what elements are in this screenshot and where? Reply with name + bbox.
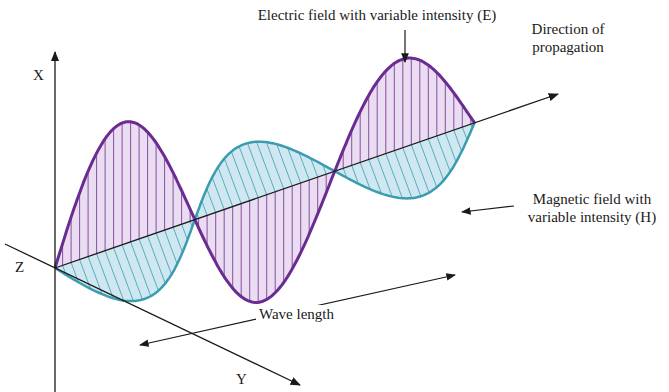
electric-hatch (156, 143, 157, 233)
electric-fill (55, 58, 475, 302)
electric-hatch (445, 82, 446, 133)
electric-hatch (300, 183, 301, 253)
magnetic-hatch (454, 130, 462, 151)
magnetic-hatch (207, 189, 216, 213)
electric-hatch (224, 210, 225, 277)
magnetic-hatch (420, 142, 437, 188)
magnetic-hatch (394, 151, 412, 199)
electric-hatch (96, 153, 97, 254)
magnetic-hatch (411, 145, 429, 193)
electric-hatch (317, 177, 318, 214)
leader-line (404, 30, 405, 62)
electric-hatch (351, 130, 352, 165)
electric-hatch (241, 204, 242, 297)
electric-hatch (249, 201, 250, 302)
electric-hatch (147, 132, 148, 236)
magnetic-hatch (377, 157, 392, 197)
electric-hatch (266, 195, 267, 300)
magnetic-hatch (224, 159, 241, 204)
magnetic-hatch (212, 177, 224, 209)
electric-hatch (292, 186, 293, 269)
electric-hatch (462, 105, 463, 127)
magnetic-hatch (122, 245, 142, 300)
magnetic-hatch (202, 201, 207, 216)
magnetic-hatch (165, 230, 178, 264)
electric-hatch (411, 58, 412, 145)
magnetic-hatch (114, 248, 134, 301)
electric-hatch (79, 193, 80, 260)
propagation-axis (55, 94, 558, 268)
electric-hatch (436, 73, 437, 136)
electric-hatch (453, 93, 454, 130)
wave-group (55, 58, 475, 302)
electric-hatch (258, 198, 259, 303)
leader-line (462, 206, 514, 212)
magnetic-hatch (428, 139, 443, 181)
magnetic-hatch (403, 148, 421, 197)
magnetic-hatch (445, 133, 456, 162)
magnetic-hatch (248, 143, 267, 195)
magnetic-hatch (131, 242, 151, 296)
magnetic-hatch (266, 142, 283, 189)
field-label: Magnetic field with variable intensity (… (518, 190, 666, 226)
electric-curve (55, 58, 475, 302)
dimension-line (140, 275, 455, 345)
magnetic-hatch (182, 224, 188, 240)
electric-hatch (71, 217, 72, 262)
electric-hatch (105, 139, 106, 251)
electric-hatch (428, 65, 429, 139)
magnetic-hatch (218, 167, 233, 206)
magnetic-hatch (173, 227, 182, 252)
electric-hatch (232, 207, 233, 289)
magnetic-hatch (148, 236, 166, 283)
magnetic-hatch (139, 239, 158, 291)
magnetic-hatch (257, 142, 276, 192)
electric-hatch (394, 64, 395, 151)
electric-hatch (139, 125, 140, 239)
direction-label: Direction of propagation (513, 20, 623, 56)
electric-hatch (88, 171, 89, 256)
magnetic-hatch (239, 146, 258, 197)
electric-hatch (122, 123, 123, 245)
axis-label: Y (236, 370, 247, 388)
magnetic-hatch (277, 144, 293, 186)
magnetic-hatch (156, 233, 171, 274)
electric-hatch (113, 129, 114, 248)
axis-label: Z (15, 258, 24, 276)
electric-hatch (275, 192, 276, 293)
electric-hatch (173, 173, 174, 227)
magnetic-hatch (386, 154, 403, 199)
electric-hatch (283, 189, 284, 283)
magnetic-hatch (462, 127, 467, 140)
x-axis (54, 52, 55, 392)
electric-hatch (368, 95, 369, 159)
dimension-label: Wave length (256, 305, 337, 323)
magnetic-hatch (231, 152, 249, 201)
axis-label: X (33, 66, 44, 84)
electric-hatch (385, 71, 386, 154)
electric-hatch (360, 112, 361, 163)
electric-hatch (419, 60, 420, 142)
electric-hatch (309, 180, 310, 234)
electric-hatch (402, 59, 403, 148)
electric-hatch (130, 122, 131, 242)
electric-hatch (181, 191, 182, 225)
electric-hatch (215, 212, 216, 262)
electric-hatch (207, 215, 208, 245)
field-label: Electric field with variable intensity (… (232, 6, 522, 24)
electric-hatch (164, 157, 165, 231)
electric-hatch (377, 82, 378, 157)
